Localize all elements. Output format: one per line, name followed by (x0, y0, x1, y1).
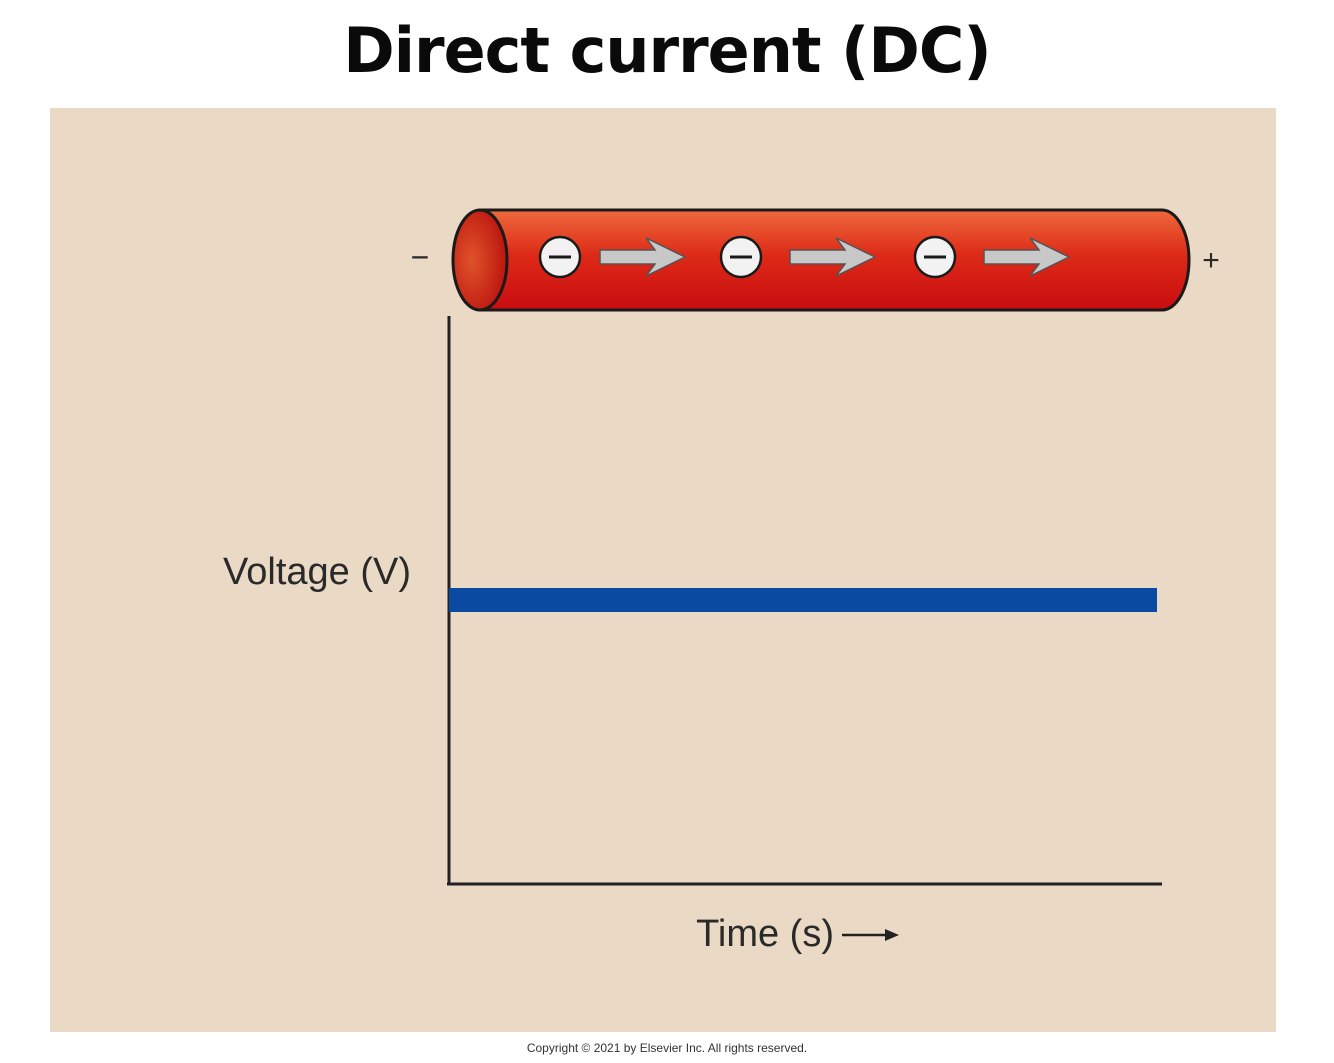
electron (540, 237, 580, 277)
y-axis-label: Voltage (V) (223, 551, 411, 593)
wire-end-cap (453, 210, 507, 310)
x-axis-label: Time (s) (696, 913, 834, 955)
positive-terminal-label: + (1202, 244, 1220, 277)
electron (915, 237, 955, 277)
copyright-notice: Copyright © 2021 by Elsevier Inc. All ri… (0, 1041, 1334, 1055)
x-axis-arrow-icon (842, 929, 899, 941)
negative-terminal-label: − (411, 239, 430, 275)
electron (721, 237, 761, 277)
